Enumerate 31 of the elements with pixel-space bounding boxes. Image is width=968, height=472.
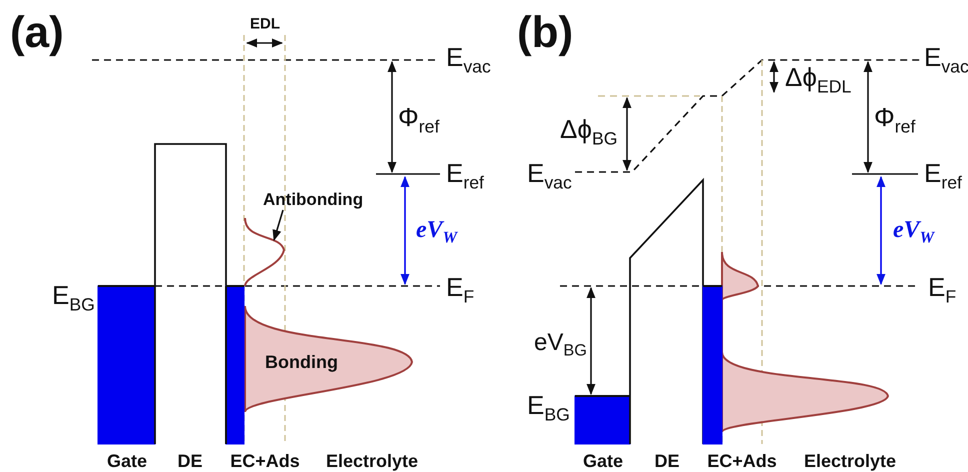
quantity-label: Φ$_{ref}$ [874,104,916,136]
energy-level-label: E$_{ref}$ [446,160,484,192]
region-label: Gate [582,452,624,470]
annotation-label: Antibonding [263,191,364,208]
energy-level-label: E$_{vac}$ [924,44,968,76]
quantity-label: eV$_{W}$ [893,218,934,246]
quantity-label: Δϕ$_{EDL}$ [785,64,852,96]
energy-level-label: E$_{ref}$ [924,160,962,192]
region-label: EC+Ads [707,452,777,470]
region-label: Gate [106,452,148,470]
quantity-label: eV$_{BG}$ [534,331,587,359]
quantity-label: Φ$_{ref}$ [398,104,440,136]
energy-level-label: E$_{F}$ [446,274,474,306]
region-label: Electrolyte [804,452,896,470]
region-label: EC+Ads [230,452,300,470]
energy-level-label: E$_{BG}$ [52,282,95,314]
quantity-label: Δϕ$_{BG}$ [560,116,618,148]
antibonding-states-curve [244,218,285,286]
energy-level-label: E$_{vac}$ [527,160,572,192]
energy-level-label: E$_{F}$ [928,274,956,306]
region-label: Electrolyte [326,452,418,470]
region-label: DE [178,452,202,470]
leader-arrow [272,210,284,242]
region-label: DE [654,452,680,470]
energy-level-label: E$_{BG}$ [527,392,570,424]
region-label: EDL [250,16,280,32]
panel-label: (a) [10,11,64,55]
region-label: Bonding [265,353,338,371]
quantity-label: eV$_{W}$ [416,218,458,246]
panel-label: (b) [517,11,574,55]
energy-level-label: E$_{vac}$ [446,44,491,76]
